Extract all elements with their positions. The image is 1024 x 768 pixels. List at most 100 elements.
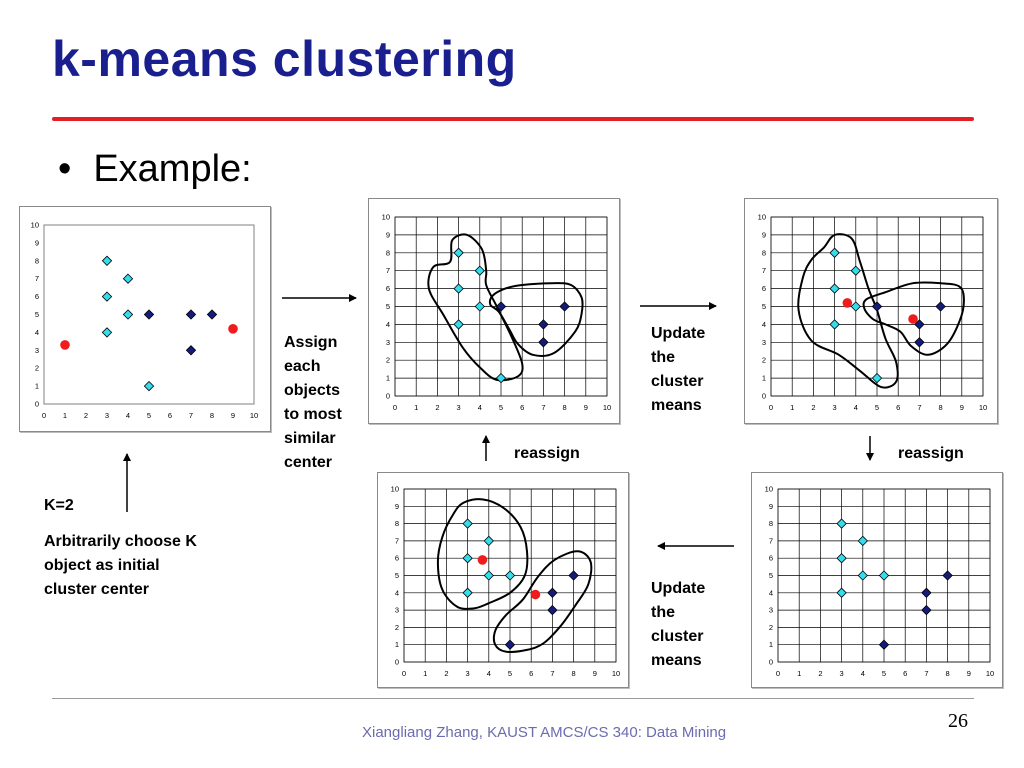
data-point-diamond (101, 255, 113, 266)
data-point-diamond (836, 553, 847, 564)
cluster-center-point (228, 324, 238, 334)
y-tick-label: 5 (762, 302, 766, 311)
x-tick-label: 8 (563, 403, 567, 412)
x-tick-label: 10 (986, 669, 994, 678)
y-tick-label: 0 (769, 658, 773, 667)
data-point-diamond (857, 535, 868, 547)
y-tick-label: 6 (395, 554, 399, 563)
data-point-diamond (921, 604, 932, 616)
x-tick-label: 7 (541, 403, 545, 412)
label-assign: Assign each objects to most similar cent… (284, 331, 342, 475)
y-tick-label: 9 (35, 238, 39, 247)
x-tick-label: 2 (435, 403, 439, 412)
cluster-outline (427, 233, 524, 382)
x-tick-label: 9 (960, 403, 964, 412)
label-line: each (284, 358, 321, 375)
y-tick-label: 3 (386, 338, 390, 347)
x-tick-label: 8 (939, 403, 943, 412)
cluster-outline (862, 281, 965, 356)
label-line: the (651, 349, 675, 366)
x-tick-label: 1 (423, 669, 427, 678)
y-tick-label: 8 (386, 248, 390, 257)
x-tick-label: 7 (189, 411, 193, 420)
y-tick-label: 0 (386, 392, 390, 401)
x-tick-label: 6 (896, 403, 900, 412)
label-line: cluster center (44, 581, 149, 598)
y-tick-label: 6 (769, 554, 773, 563)
y-tick-label: 8 (762, 248, 766, 257)
y-tick-label: 6 (35, 292, 39, 301)
cluster-outline (436, 498, 529, 610)
data-point-diamond (538, 319, 549, 330)
bullet-text: Example: (93, 148, 252, 190)
y-tick-label: 5 (395, 571, 399, 580)
data-point-diamond (474, 301, 485, 312)
y-tick-label: 9 (769, 502, 773, 511)
x-tick-label: 0 (776, 669, 780, 678)
slide-title: k-means clustering (52, 31, 517, 87)
x-tick-label: 4 (478, 403, 482, 412)
label-line: means (651, 652, 702, 669)
y-tick-label: 7 (769, 536, 773, 545)
y-tick-label: 1 (769, 640, 773, 649)
x-tick-label: 2 (84, 411, 88, 420)
label-choose: Arbitrarily choose K object as initial c… (44, 530, 197, 602)
y-tick-label: 10 (765, 485, 773, 494)
label-line: cluster (651, 628, 704, 645)
data-point-diamond (462, 553, 473, 564)
data-point-diamond (829, 247, 840, 258)
footer-divider (52, 698, 974, 699)
cluster-center-point (60, 340, 70, 350)
y-tick-label: 2 (762, 356, 766, 365)
y-tick-label: 10 (382, 213, 390, 222)
data-point-diamond (850, 265, 861, 276)
data-point-diamond (935, 301, 946, 312)
data-point-diamond (474, 265, 485, 276)
x-tick-label: 10 (979, 403, 987, 412)
x-tick-label: 0 (402, 669, 406, 678)
data-point-diamond (143, 309, 155, 320)
y-tick-label: 7 (386, 266, 390, 275)
y-tick-label: 0 (762, 392, 766, 401)
data-point-diamond (462, 518, 473, 529)
y-tick-label: 4 (762, 320, 766, 329)
y-tick-label: 8 (395, 519, 399, 528)
x-tick-label: 3 (457, 403, 461, 412)
y-tick-label: 2 (386, 356, 390, 365)
x-tick-label: 8 (210, 411, 214, 420)
x-tick-label: 6 (529, 669, 533, 678)
y-tick-label: 4 (386, 320, 390, 329)
data-point-diamond (871, 372, 883, 384)
y-tick-label: 3 (395, 606, 399, 615)
x-tick-label: 7 (917, 403, 921, 412)
x-tick-label: 10 (250, 411, 258, 420)
y-tick-label: 4 (395, 588, 399, 597)
data-point-diamond (453, 283, 464, 294)
x-tick-label: 4 (126, 411, 130, 420)
x-tick-label: 2 (818, 669, 822, 678)
x-tick-label: 6 (520, 403, 524, 412)
data-point-diamond (504, 639, 516, 650)
x-tick-label: 1 (414, 403, 418, 412)
y-tick-label: 0 (395, 658, 399, 667)
label-line: objects (284, 382, 341, 399)
footer-credit: Xiangliang Zhang, KAUST AMCS/CS 340: Dat… (362, 724, 727, 741)
cluster-outline (488, 282, 584, 357)
y-tick-label: 1 (395, 640, 399, 649)
y-tick-label: 10 (391, 485, 399, 494)
data-point-diamond (453, 247, 464, 258)
data-point-diamond (143, 380, 155, 392)
label-line: cluster (651, 373, 704, 390)
data-point-diamond (942, 570, 953, 581)
y-tick-label: 5 (386, 302, 390, 311)
x-tick-label: 1 (790, 403, 794, 412)
data-point-diamond (857, 570, 868, 581)
bullet-dot: • (58, 148, 72, 190)
data-point-diamond (914, 337, 925, 348)
